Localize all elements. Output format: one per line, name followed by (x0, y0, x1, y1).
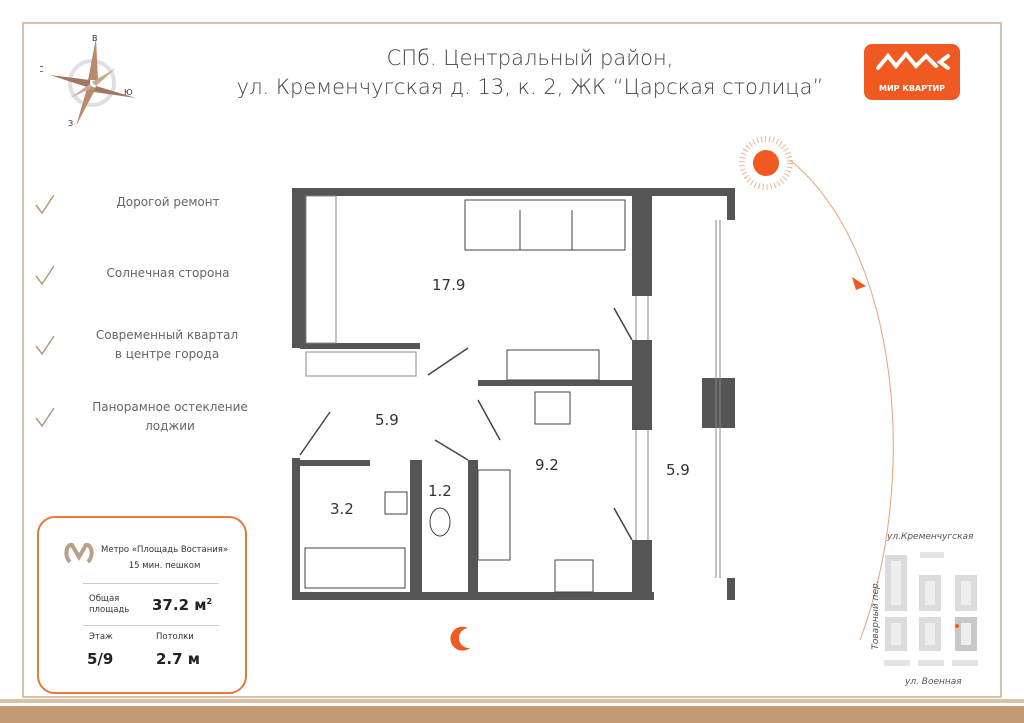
metro-info: Метро «Площадь Востания» 15 мин. пешком (101, 542, 228, 574)
area-label-2: площадь (89, 605, 130, 615)
feature-text: Дорогой ремонт (116, 195, 220, 209)
divider (83, 583, 219, 584)
logo-mark-icon (876, 50, 950, 70)
metro-icon (64, 543, 94, 564)
floor-value: 5/9 (87, 650, 114, 668)
feature-item: Солнечная сторона (34, 264, 244, 286)
check-icon (35, 194, 54, 215)
room-area-bathroom: 3.2 (330, 500, 354, 518)
street-bottom: ул. Военная (905, 677, 962, 687)
info-card: Метро «Площадь Востания» 15 мин. пешком О… (37, 516, 247, 694)
check-icon (35, 407, 54, 428)
page-frame (22, 22, 1002, 698)
furniture (304, 199, 626, 593)
sun-path-arrow-icon (852, 277, 866, 290)
sofa-icon (464, 199, 626, 251)
room-area-wc: 1.2 (428, 482, 452, 500)
sun-icon (739, 136, 793, 190)
stove-icon (554, 559, 594, 593)
feature-text: Панорамное остекление лоджии (92, 400, 248, 433)
compass-rose-icon: В С Ю З (40, 34, 136, 128)
area-label-1: Общая (89, 594, 120, 604)
walls (292, 188, 735, 600)
feature-item: Дорогой ремонт (34, 193, 244, 215)
check-icon (35, 265, 54, 286)
check-icon (35, 335, 54, 356)
title-line-1: СПб. Центральный район, (386, 46, 674, 70)
area-number: 37.2 м (152, 596, 207, 614)
feature-text: Современный квартал в центре города (95, 328, 239, 361)
bathtub-icon (304, 547, 406, 589)
metro-name: Метро «Площадь Востания» (101, 545, 229, 555)
page-title: СПб. Центральный район, ул. Кременчугска… (230, 44, 830, 102)
logo-text: МИР КВАРТИР (878, 84, 945, 93)
metro-walk-time: 15 мин. пешком (128, 561, 201, 571)
feature-item: Панорамное остекление лоджии (34, 398, 248, 436)
room-area-living: 17.9 (432, 276, 465, 294)
street-top: ул.Кременчугская (887, 532, 974, 542)
location-marker-icon (955, 624, 959, 628)
street-side: Товарный пер. (871, 580, 881, 650)
logo: МИР КВАРТИР (864, 44, 960, 100)
tv-stand-icon (506, 349, 600, 381)
bottom-bar (0, 703, 1024, 723)
divider (83, 625, 219, 626)
compass-east: В (92, 34, 98, 43)
moon-icon (450, 626, 470, 651)
room-area-loggia: 5.9 (666, 461, 690, 479)
compass-west: З (68, 119, 73, 128)
toilet-icon (429, 507, 451, 537)
sink-icon (384, 491, 408, 515)
floor-label: Этаж (89, 632, 113, 642)
sun-path (789, 159, 894, 641)
area-unit-sup: 2 (206, 597, 213, 606)
feature-text: Солнечная сторона (106, 266, 230, 280)
doors (299, 307, 633, 541)
area-value: 37.2 м2 (152, 596, 212, 614)
title-line-2: ул. Кременчугская д. 13, к. 2, ЖК “Царск… (236, 75, 824, 99)
counter-icon (477, 469, 511, 561)
room-area-kitchen: 9.2 (535, 456, 559, 474)
ceiling-label: Потолки (156, 632, 194, 642)
location-map (885, 555, 977, 651)
windows (305, 195, 721, 578)
feature-item: Современный квартал в центре города (34, 326, 244, 364)
compass-north: С (40, 65, 44, 74)
room-area-hall: 5.9 (375, 411, 399, 429)
compass-south: Ю (124, 88, 133, 97)
ceiling-value: 2.7 м (156, 650, 201, 668)
table-icon (534, 391, 571, 425)
